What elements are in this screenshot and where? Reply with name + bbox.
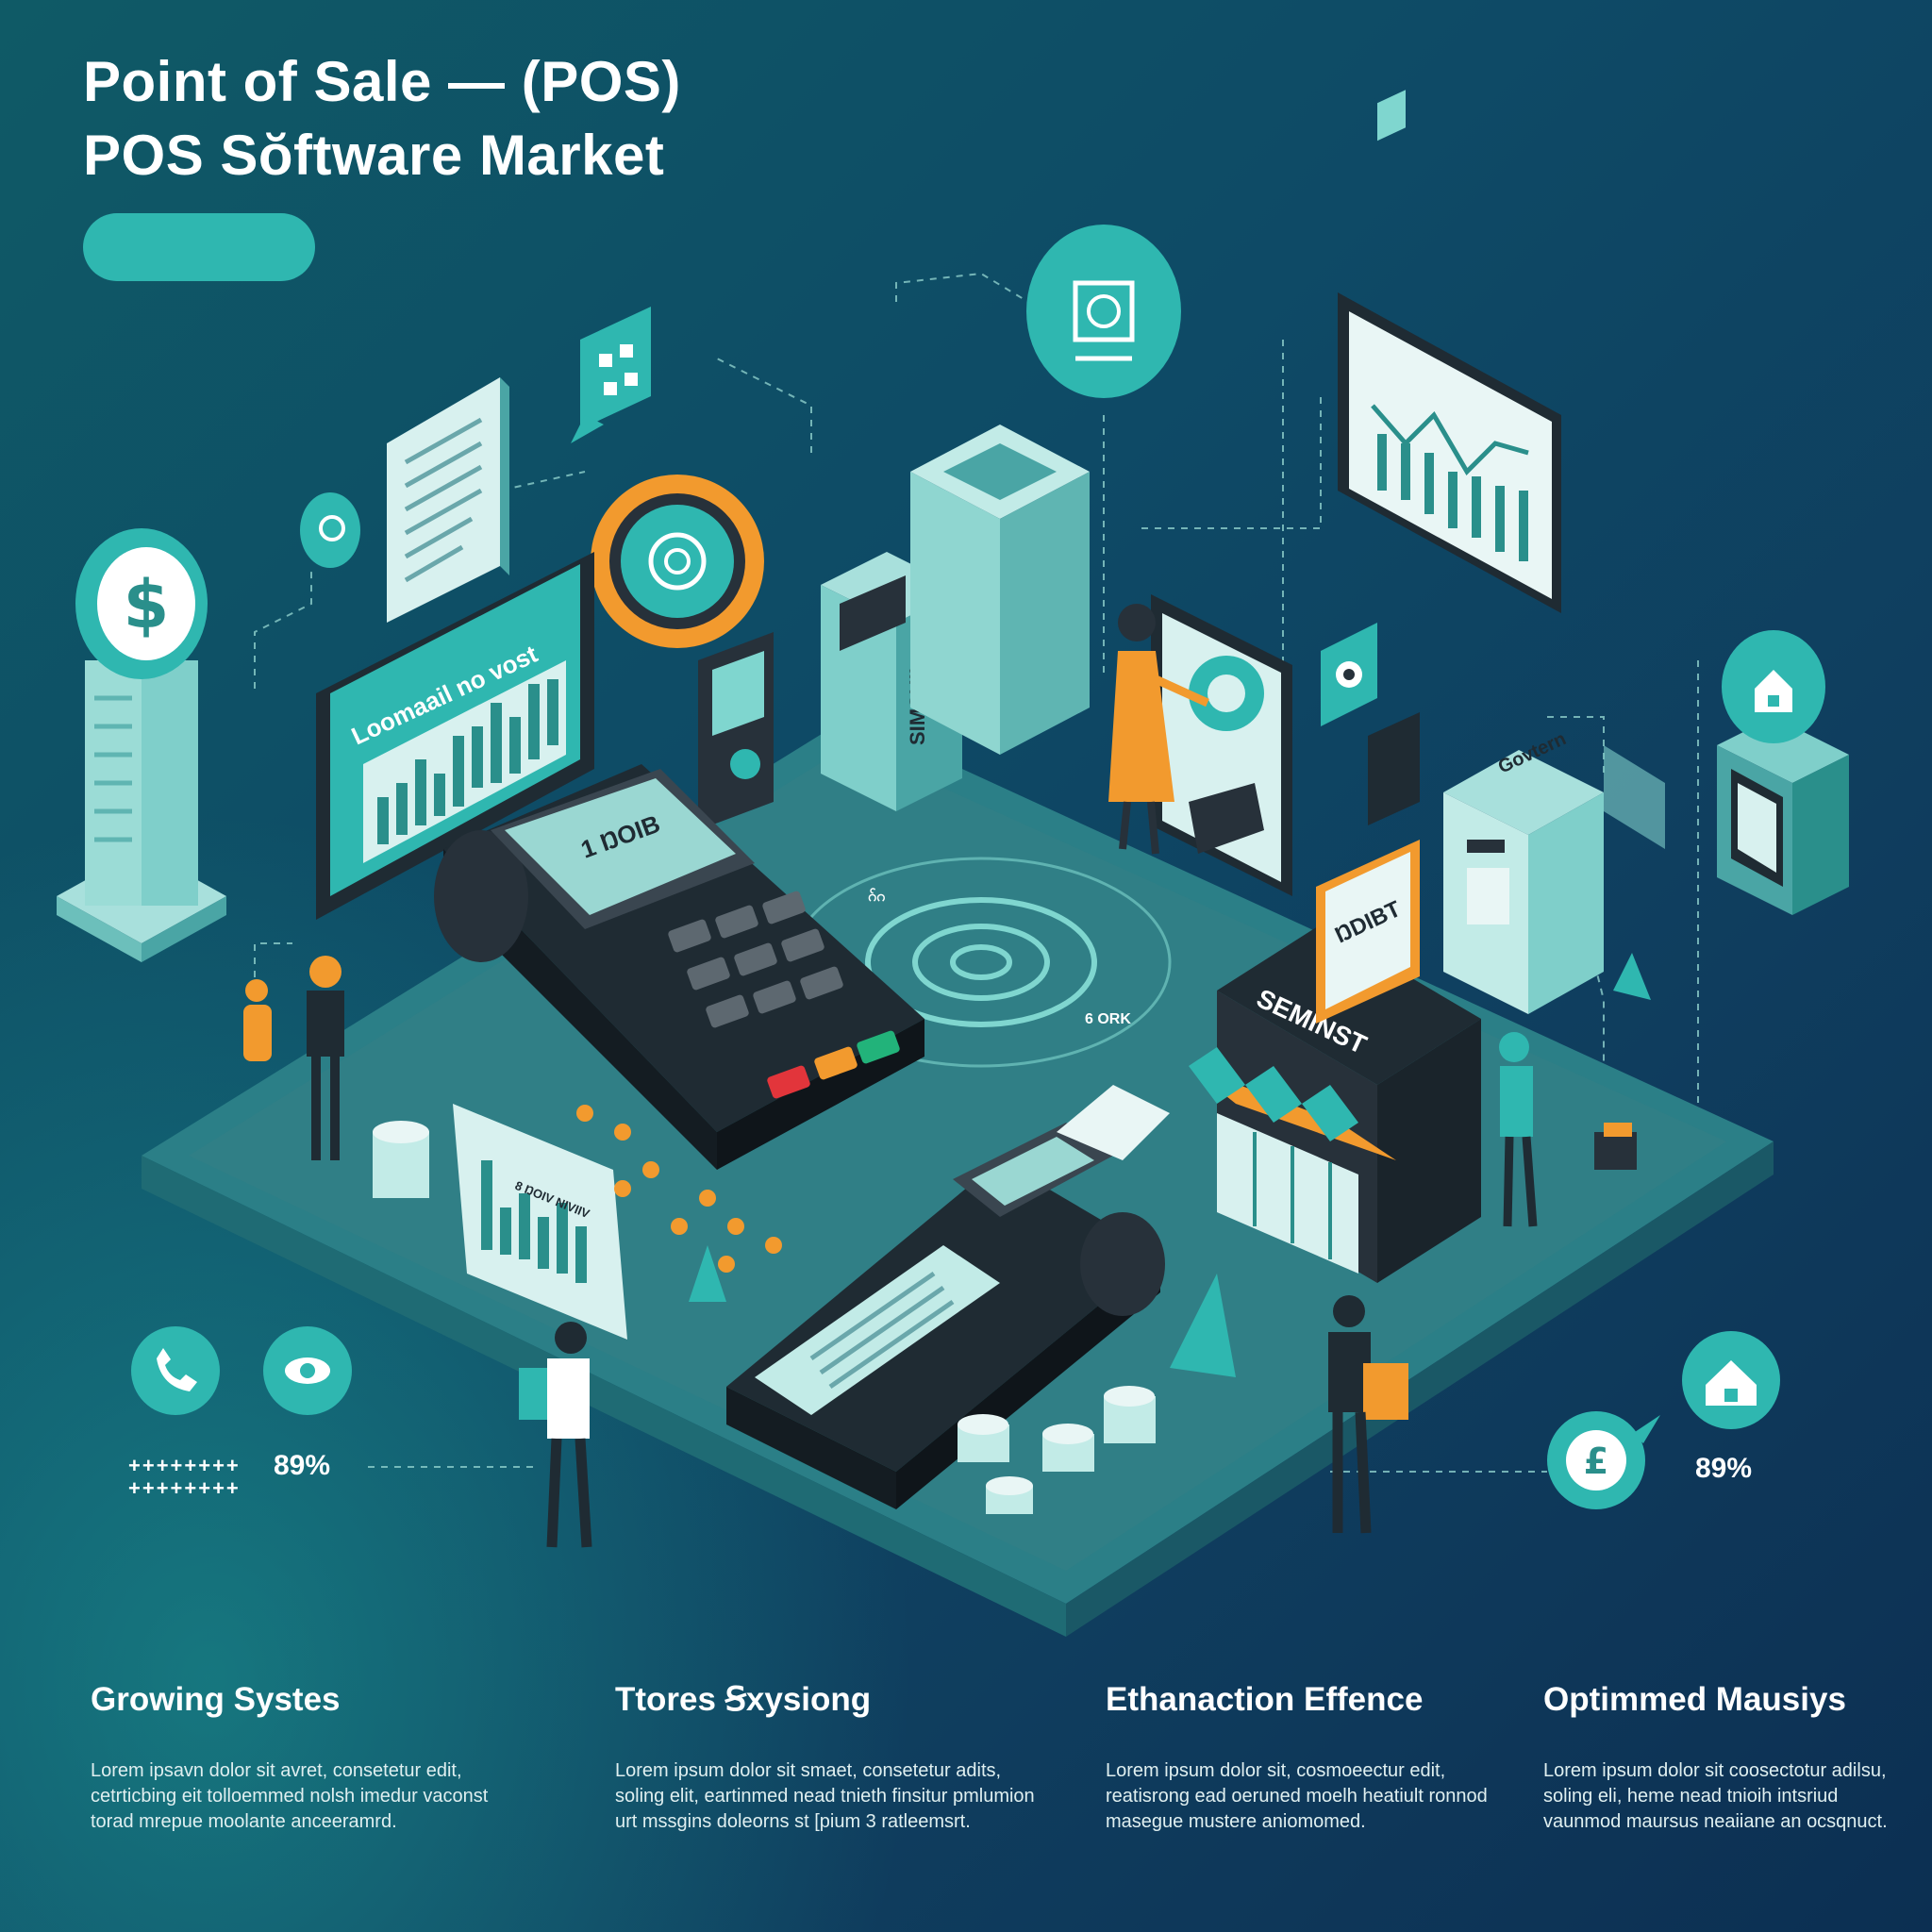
document-card <box>387 377 509 623</box>
eye-badge-icon <box>1321 623 1377 726</box>
svg-text:$: $ <box>124 566 170 643</box>
handheld-device <box>698 632 774 830</box>
central-rings <box>791 857 1172 1068</box>
stat-left-value: 89% <box>274 1450 331 1481</box>
pillar-stripes <box>94 695 132 842</box>
podium-badge-icon <box>1026 225 1181 398</box>
feature-4-body: Lorem ipsum dolor sit coosectotur adilsu… <box>1543 1760 1888 1832</box>
title-line-2: POS Sŏftware Market <box>83 124 665 187</box>
person-with-backpack <box>519 1322 592 1548</box>
person-right-backpack <box>1328 1295 1408 1534</box>
feature-3-title: Ethanaction Effence <box>1106 1681 1424 1718</box>
phone-call-icon <box>131 1326 220 1415</box>
feature-2: Ttores Ꞩxysiong Lorem ipsum dolor sit sm… <box>615 1679 1040 1835</box>
sales-chart-card: 8 ŊOIV NIVIIV <box>453 1104 627 1340</box>
feature-3: Ethanaction Effence Lorem ipsum dolor si… <box>1106 1679 1530 1835</box>
plus-pattern: ++++++++ ++++++++ <box>128 1454 241 1500</box>
feature-1-body: Lorem ipsavn dolor sit avret, consetetur… <box>91 1760 489 1832</box>
svg-text:£: £ <box>1584 1441 1608 1482</box>
ring-label-right: 6 ORK <box>1085 1011 1131 1027</box>
analytics-monitor <box>316 552 594 920</box>
pound-currency-icon: £ <box>1547 1411 1660 1509</box>
robot-figure <box>243 979 272 1061</box>
home-icon <box>1682 1331 1780 1429</box>
growth-chart-board <box>1338 292 1561 613</box>
person-left-standing <box>307 956 344 1160</box>
title-accent-pill <box>83 213 315 281</box>
dollar-coin-icon: $ <box>75 528 208 679</box>
feature-4: Optimmed Mausiys Lorem ipsum dolor sit c… <box>1543 1679 1902 1835</box>
person-woman-orange <box>1108 604 1209 855</box>
tall-tower <box>910 425 1090 755</box>
ring-label-left: ဂ်ဂ <box>868 887 886 905</box>
chat-icon <box>300 492 360 568</box>
feature-1-title: Growing Systes <box>91 1681 341 1718</box>
network-nodes <box>576 1105 782 1273</box>
feature-3-body: Lorem ipsum dolor sit, cosmoeectur edit,… <box>1106 1760 1488 1832</box>
mobile-phone-icon <box>1368 90 1420 825</box>
feature-1: Growing Systes Lorem ipsavn dolor sit av… <box>91 1679 515 1835</box>
price-board: ŊDIBT <box>1316 840 1420 1024</box>
page-title: Point of Sale — (POS) POS Sŏftware Marke… <box>83 45 681 192</box>
plant-decor <box>689 953 1651 1377</box>
feature-2-title: Ttores Ꞩxysiong <box>615 1681 872 1718</box>
qr-chat-bubble-icon <box>571 307 651 443</box>
eye-icon <box>263 1326 352 1415</box>
coin-stacks <box>373 1121 1156 1514</box>
touch-tablet <box>1151 594 1292 896</box>
dollar-pillar <box>57 660 226 962</box>
home-lock-icon <box>1722 630 1825 743</box>
title-line-1: Point of Sale — (POS) <box>83 50 681 113</box>
card-payment-terminal <box>434 764 924 1170</box>
awning-stripes <box>1189 1047 1358 1141</box>
stat-right-value: 89% <box>1695 1453 1753 1484</box>
person-store-worker <box>1499 1032 1637 1227</box>
feature-4-title: Optimmed Mausiys <box>1543 1681 1846 1718</box>
feature-2-body: Lorem ipsum dolor sit smaet, consetetur … <box>615 1760 1035 1832</box>
home-pillar <box>1717 717 1849 915</box>
gear-icon <box>591 475 764 648</box>
